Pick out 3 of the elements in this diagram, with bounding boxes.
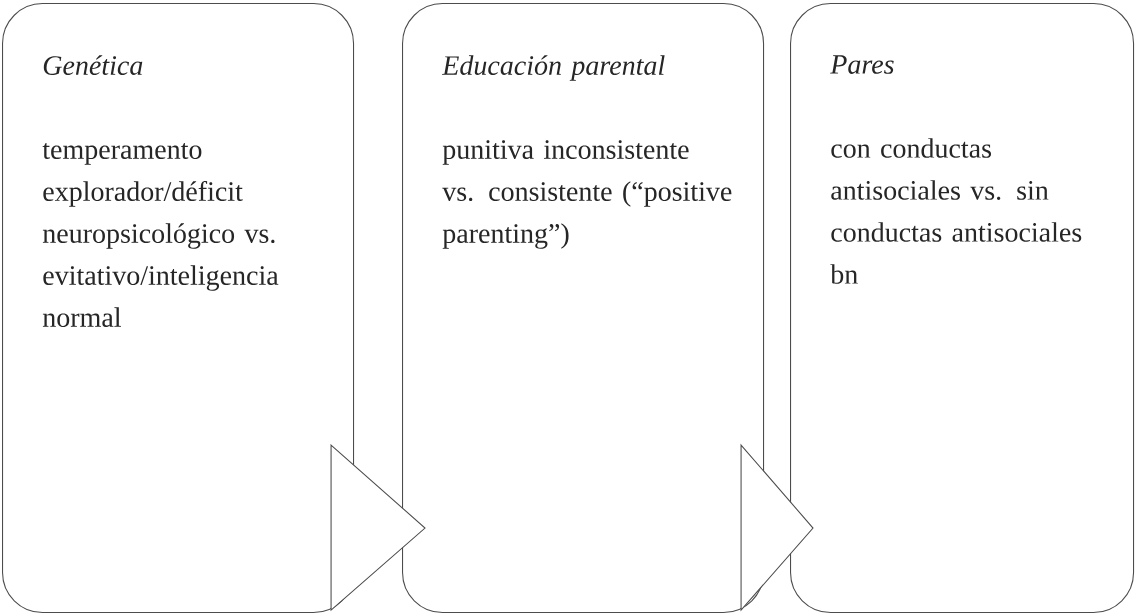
process-box: Pares con conductas antisociales vs. sin conductas antisociales bn <box>790 3 1135 614</box>
process-box: Educación parental punitiva inconsistente vs. consistente (“positive parenting”) <box>402 3 765 614</box>
process-box: Genética temperamento explorador/déficit neuropsicológico vs. evitativo/inteligencia normal <box>2 3 355 614</box>
